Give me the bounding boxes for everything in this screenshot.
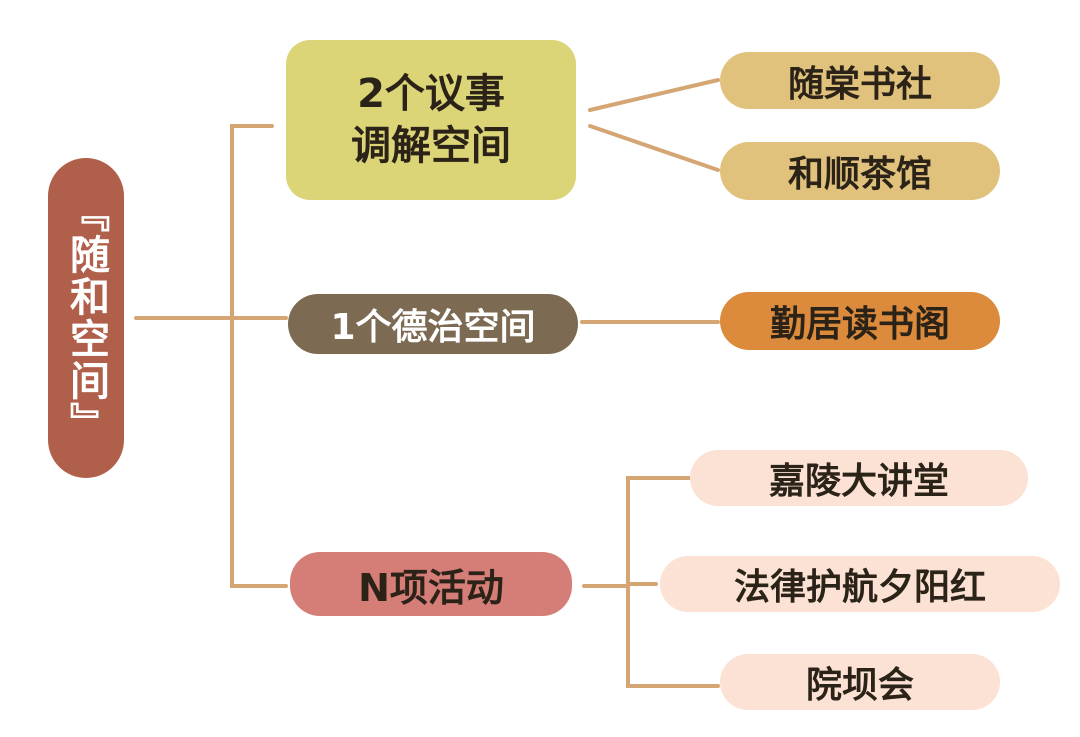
leaf-node-courtyard-meeting: 院坝会 [720, 654, 1000, 710]
branch-node-activities: N项活动 [290, 552, 572, 616]
leaf-node-jialing-lecture: 嘉陵大讲堂 [690, 450, 1028, 506]
leaf-node-qinju-reading-pavilion: 勤居读书阁 [720, 292, 1000, 350]
leaf-node-heshun-teahouse: 和顺茶馆 [720, 142, 1000, 200]
leaf-node-suitang-bookclub: 随棠书社 [720, 52, 1000, 109]
main-trunk-line [230, 124, 288, 588]
branch-node-mediation-space: 2个议事 调解空间 [286, 40, 576, 200]
branch-node-virtue-space: 1个德治空间 [288, 294, 578, 354]
root-label: 『随和空间』 [63, 192, 109, 444]
branch-1-to-leaf-2-line [588, 124, 720, 172]
root-node: 『随和空间』 [48, 158, 124, 478]
leaf-node-legal-escort-seniors: 法律护航夕阳红 [660, 556, 1060, 612]
branch-1-to-leaf-1-line [588, 78, 720, 112]
